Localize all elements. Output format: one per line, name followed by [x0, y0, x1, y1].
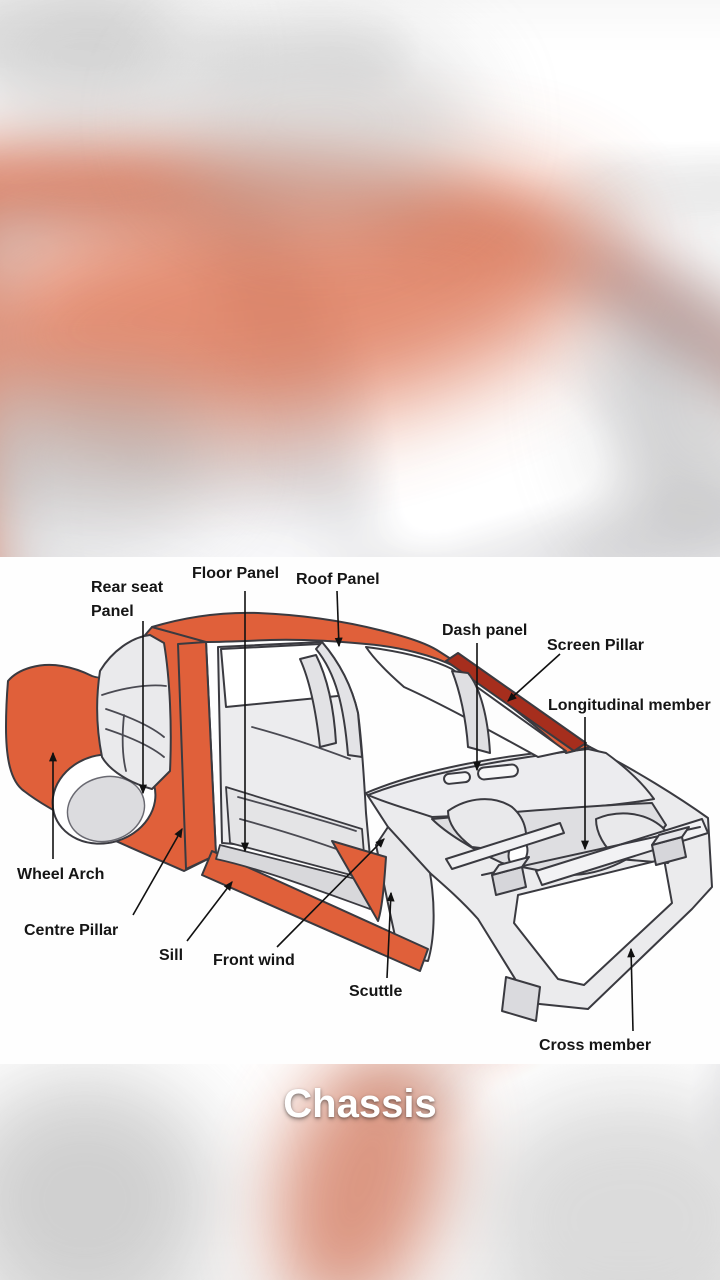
- inner-sill-strip: [215, 844, 373, 910]
- cowl-slot: [443, 771, 471, 785]
- label-centre-pillar: Centre Pillar: [24, 922, 119, 939]
- car-body-diagram: [5, 611, 713, 1022]
- label-dash-panel: Dash panel: [442, 622, 528, 639]
- label-arrows: [49, 590, 636, 1032]
- arrow-scuttle: [386, 891, 395, 979]
- label-roof-panel: Roof Panel: [296, 571, 380, 588]
- label-scuttle: Scuttle: [349, 983, 403, 1000]
- arrow-screen-pillar: [507, 653, 561, 702]
- scuttle-deck-shape: [367, 748, 655, 818]
- arrow-centre-pillar: [132, 827, 183, 916]
- label-front-wind: Front wind: [213, 952, 295, 969]
- windshield-far-pillar: [451, 670, 491, 754]
- label-floor-panel: Floor Panel: [192, 565, 280, 582]
- mount-block-top: [491, 856, 530, 876]
- roof-panel-shape: [151, 611, 591, 754]
- label-wheel-arch: Wheel Arch: [17, 866, 105, 883]
- door-front-sash: [315, 641, 363, 758]
- rear-seat-detail-lines: [101, 684, 167, 772]
- front-wing-orange-patch: [331, 840, 387, 922]
- diagram-panel: Rear seat Panel Floor Panel Roof Panel D…: [0, 557, 720, 1064]
- label-cross-member: Cross member: [539, 1037, 652, 1054]
- label-longitudinal-member: Longitudinal member: [548, 697, 711, 714]
- background-gray-blob: [0, 375, 230, 540]
- background-gray-blob: [165, 25, 475, 220]
- cowl-slot: [477, 763, 519, 781]
- arrow-roof-panel: [334, 590, 343, 648]
- frame-foot-block: [501, 976, 541, 1022]
- mount-block-top: [651, 826, 690, 846]
- arrow-sill: [186, 880, 233, 942]
- arrow-cross-member: [627, 947, 636, 1032]
- label-screen-pillar: Screen Pillar: [547, 637, 644, 654]
- label-sill: Sill: [159, 947, 184, 964]
- door-far-pillar: [299, 654, 337, 748]
- wheel-arch-inner: [66, 775, 146, 843]
- caption-title: Chassis: [283, 1082, 437, 1126]
- rear-window-aperture: [96, 634, 172, 790]
- label-rear-seat-panel: Rear seat Panel: [91, 579, 164, 620]
- arrow-front-wind: [276, 838, 385, 948]
- sill-shape: [201, 850, 429, 972]
- far-rail: [445, 822, 565, 870]
- screen-pillar-shape: [445, 652, 587, 752]
